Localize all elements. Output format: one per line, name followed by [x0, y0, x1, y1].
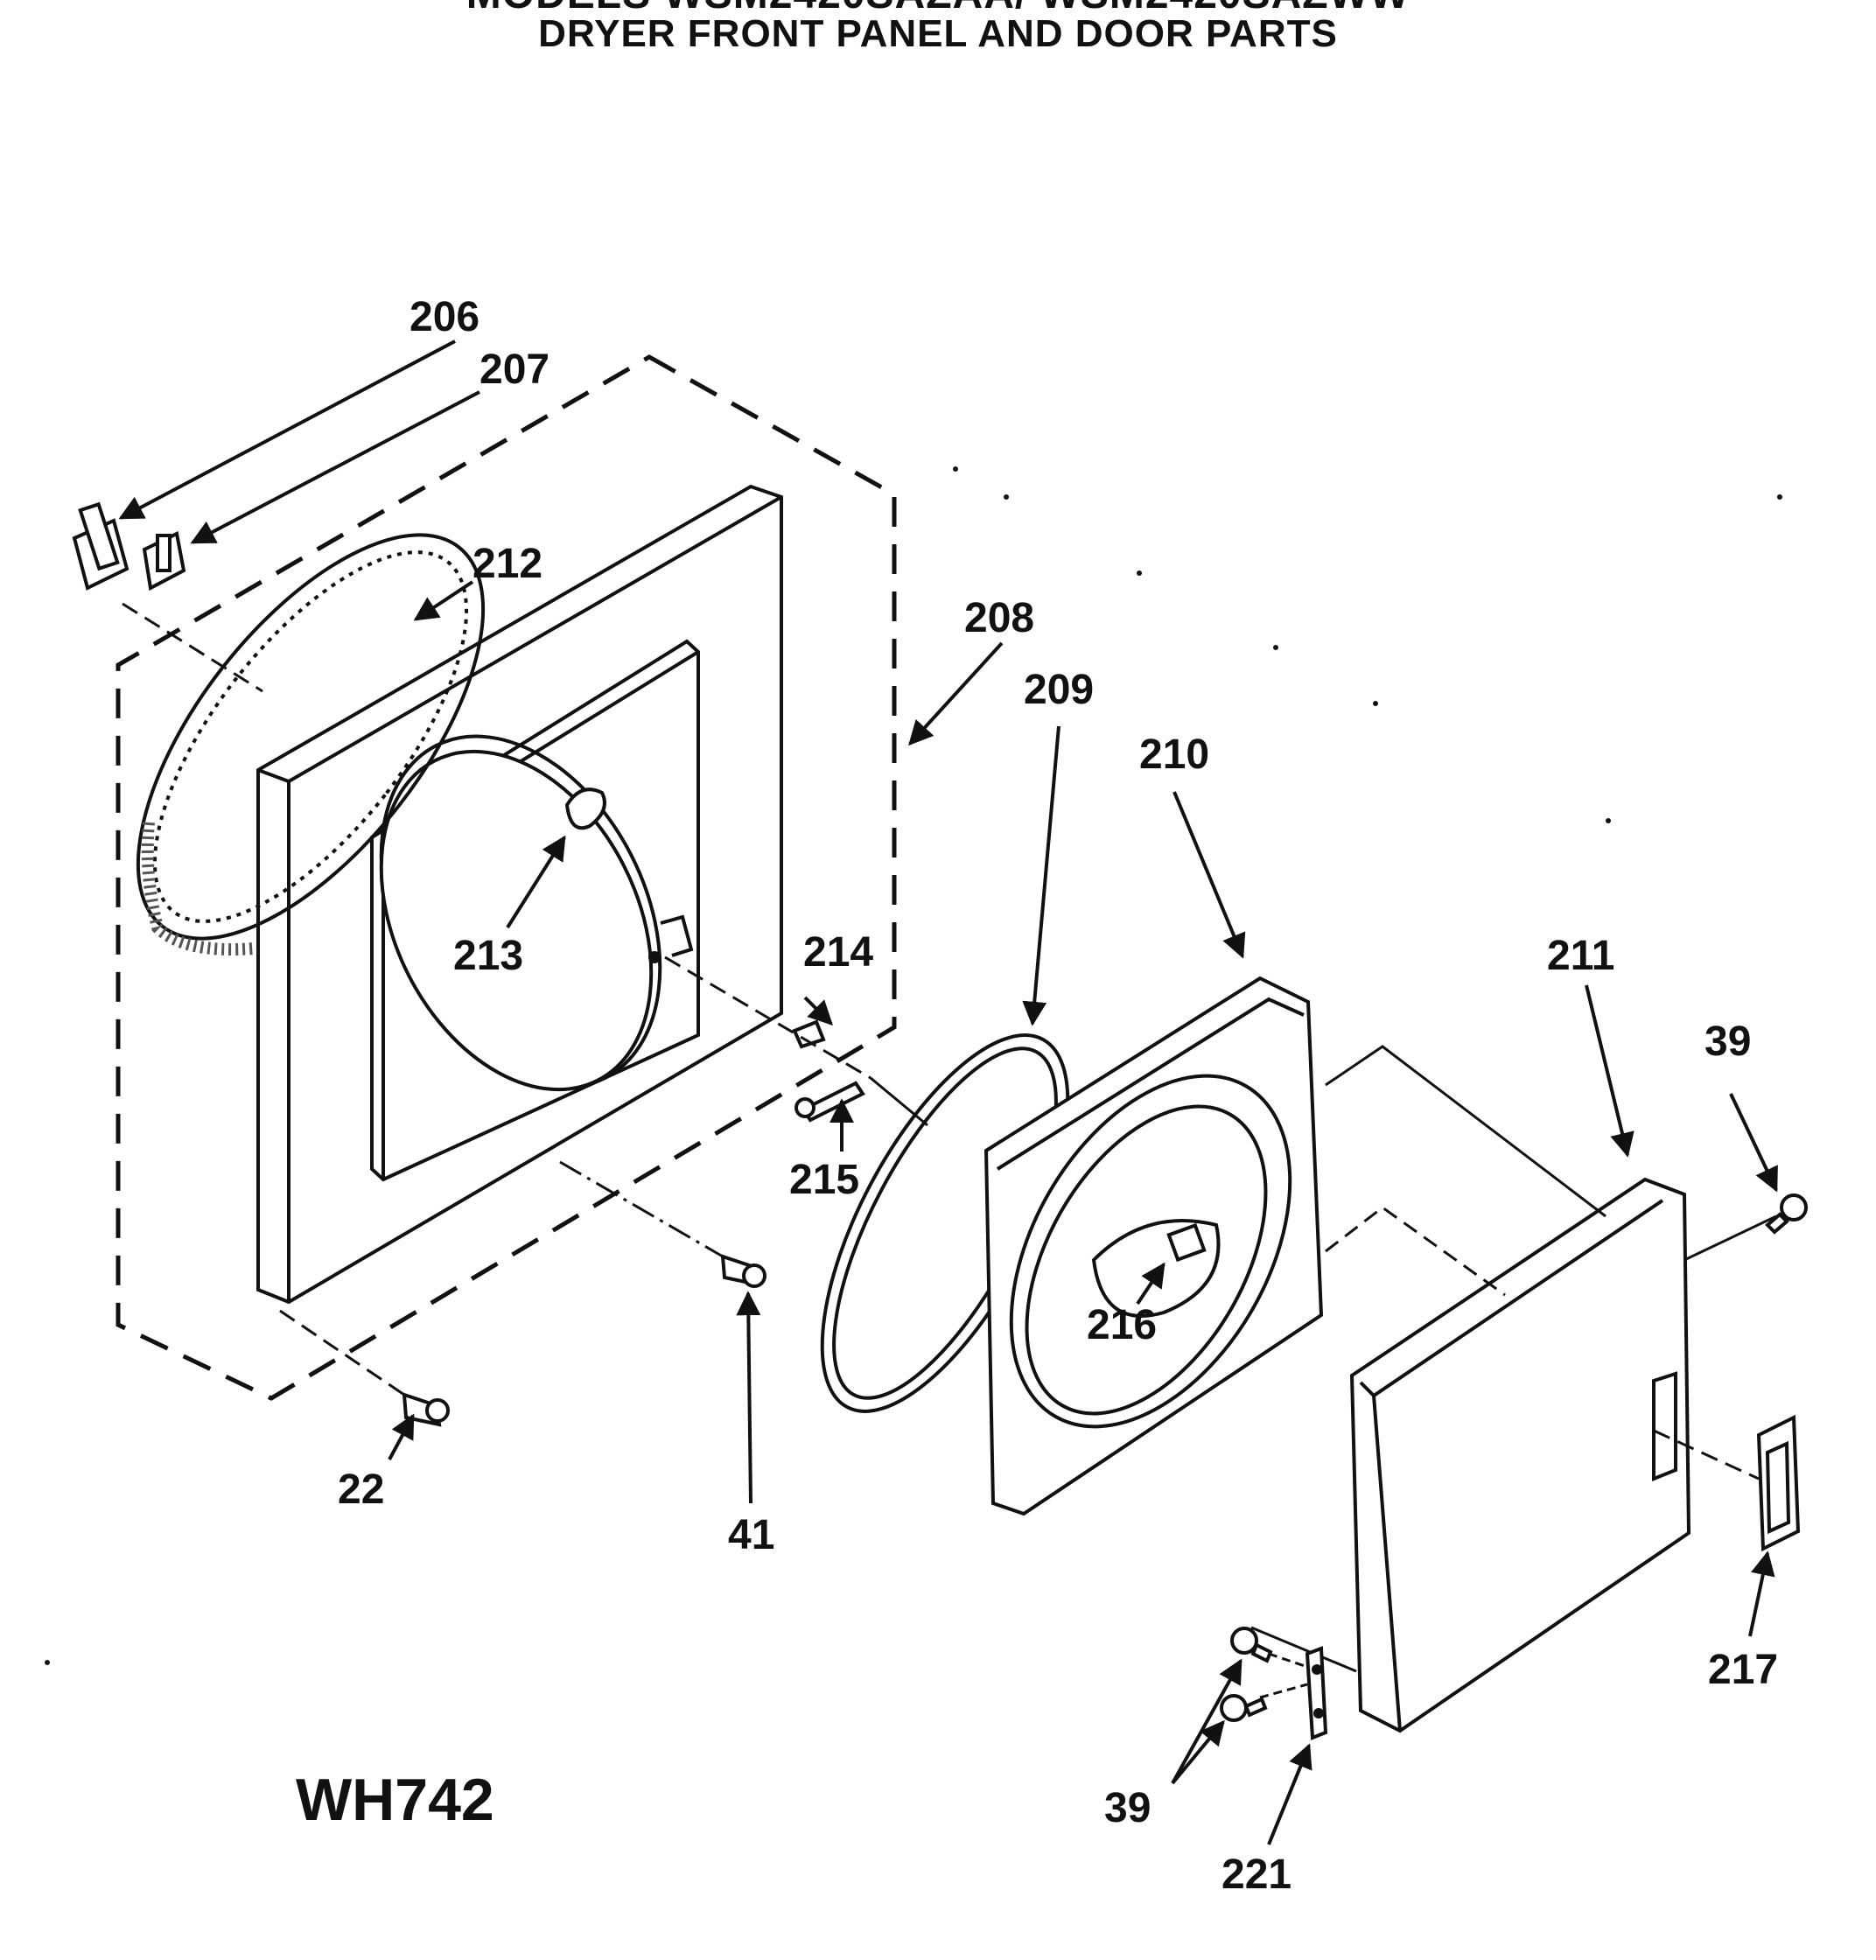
door-handle — [1756, 1414, 1801, 1552]
callout-209: 209 — [1024, 667, 1094, 713]
door-strike-and-screw — [792, 1019, 865, 1123]
screw-41 — [720, 1254, 766, 1288]
screw-22 — [402, 1392, 450, 1427]
screws-39-bottom — [1220, 1627, 1273, 1722]
callout-221: 221 — [1222, 1852, 1292, 1898]
callout-213: 213 — [453, 933, 523, 979]
callout-216: 216 — [1087, 1302, 1157, 1348]
callout-217: 217 — [1708, 1647, 1778, 1693]
hinge-parts — [72, 501, 186, 592]
leader-lines — [118, 340, 1778, 1845]
callout-39-top: 39 — [1704, 1018, 1751, 1065]
door-hinge-plate — [1305, 1646, 1328, 1740]
callout-41: 41 — [728, 1512, 774, 1558]
callout-215: 215 — [789, 1157, 859, 1203]
callout-208: 208 — [964, 595, 1034, 641]
front-panel — [256, 484, 783, 1305]
callout-207: 207 — [480, 346, 550, 393]
diagram-code: WH742 — [296, 1767, 494, 1833]
callout-210: 210 — [1139, 732, 1209, 778]
callout-39-bottom: 39 — [1104, 1785, 1151, 1831]
inner-door — [984, 976, 1324, 1516]
drum-seal-ring — [136, 533, 486, 956]
diagram-title: MODELS WSM2420SAZAA/ WSM2420SAZWW — [0, 0, 1876, 18]
diagram-subtitle: DRYER FRONT PANEL AND DOOR PARTS — [538, 12, 1338, 55]
callout-214: 214 — [803, 929, 873, 976]
screw-39-top — [1765, 1194, 1808, 1235]
front-panel-assembly-outline — [116, 354, 897, 1401]
callout-22: 22 — [338, 1466, 384, 1513]
callout-206: 206 — [410, 294, 480, 340]
callout-212: 212 — [472, 541, 542, 587]
construction-dots — [45, 466, 1782, 1665]
outer-door — [1349, 1177, 1691, 1733]
callout-211: 211 — [1547, 933, 1614, 979]
